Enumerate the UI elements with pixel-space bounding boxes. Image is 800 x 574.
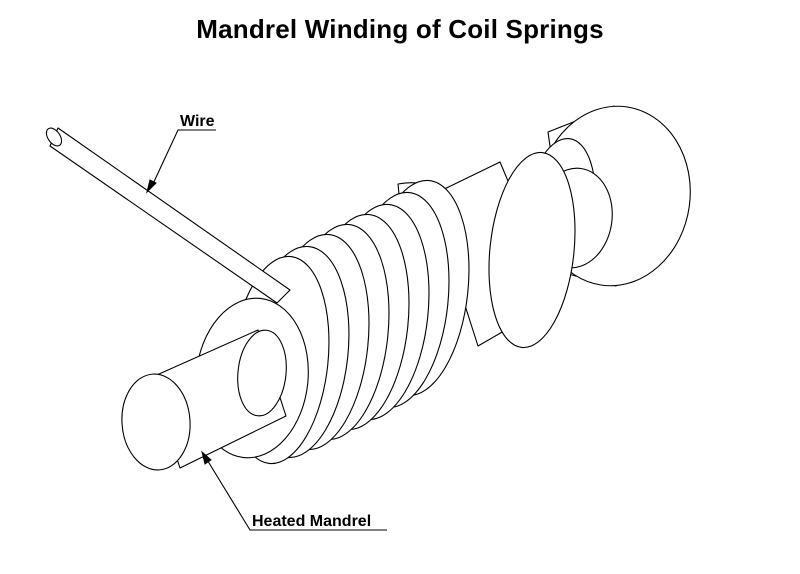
mandrel-shaft <box>121 329 287 471</box>
mandrel-callout: Heated Mandrel <box>201 450 387 531</box>
mandrel-label: Heated Mandrel <box>252 513 371 530</box>
mandrel-end-face <box>121 373 191 471</box>
wire-label: Wire <box>180 113 215 130</box>
diagram-title: Mandrel Winding of Coil Springs <box>196 14 604 44</box>
wire <box>45 127 291 304</box>
wire-callout: Wire <box>146 113 216 194</box>
